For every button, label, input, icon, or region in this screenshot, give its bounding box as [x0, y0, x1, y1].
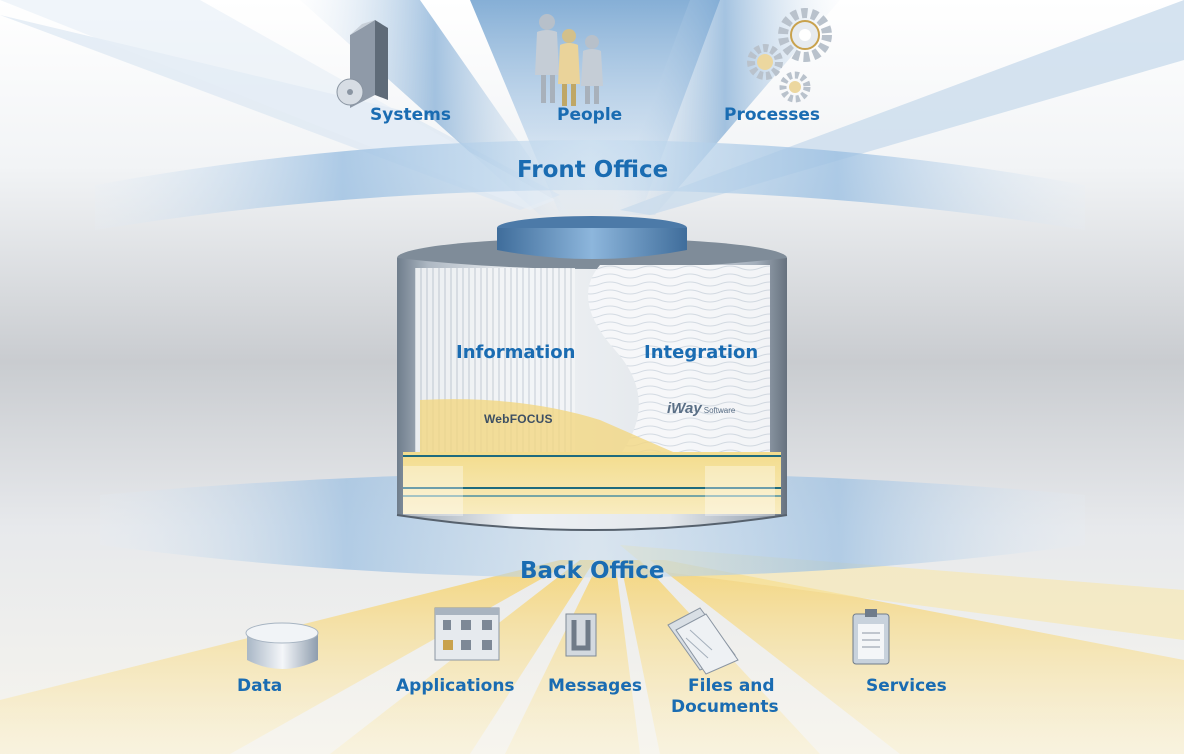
label-files-and: Files and: [688, 676, 775, 696]
database-icon: [245, 622, 319, 669]
label-processes: Processes: [724, 105, 821, 125]
people-icon: [535, 14, 603, 106]
gears-icon: [747, 8, 832, 103]
label-integration: Integration: [644, 342, 759, 363]
documents-icon: [667, 607, 739, 675]
front-office-ring: [95, 140, 1085, 230]
label-information: Information: [456, 342, 576, 363]
back-office-title: Back Office: [520, 558, 665, 584]
label-people: People: [557, 105, 623, 125]
webfocus-logo: WebFOCUS: [484, 412, 553, 426]
label-data: Data: [237, 676, 283, 696]
clipboard-icon: [852, 609, 890, 665]
front-office-title: Front Office: [517, 157, 669, 183]
applications-icon: [434, 607, 500, 661]
label-services: Services: [866, 676, 947, 696]
server-icon: [336, 20, 388, 108]
label-messages: Messages: [548, 676, 642, 696]
label-applications: Applications: [396, 676, 515, 696]
messages-icon: [565, 613, 597, 657]
label-systems: Systems: [370, 105, 451, 125]
central-cylinder: [396, 216, 788, 531]
label-documents: Documents: [671, 697, 779, 717]
